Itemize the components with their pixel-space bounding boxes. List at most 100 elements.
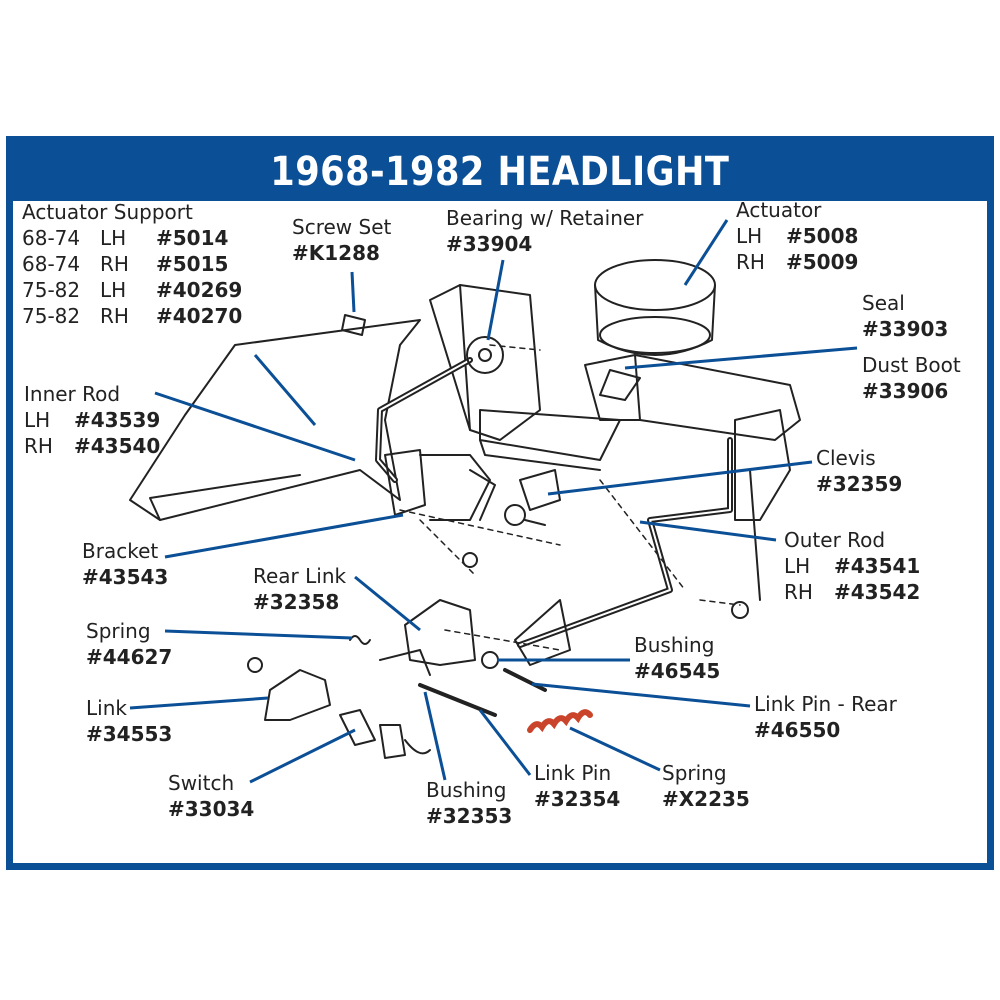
outer-rod-label: Outer Rod LH #43541 RH #43542 <box>784 527 920 605</box>
link-pin-rear-part <box>503 668 547 692</box>
part-name: Clevis <box>816 446 876 470</box>
side-label: RH <box>736 250 765 274</box>
leader-link-pin <box>478 709 532 776</box>
link-pin-label: Link Pin #32354 <box>534 760 620 812</box>
row-side: LH <box>100 226 127 250</box>
part-name: Bushing <box>426 778 507 802</box>
part-name: Spring <box>662 761 727 785</box>
part-number: #33034 <box>168 797 255 821</box>
leader-bearing <box>486 259 505 341</box>
part-name: Bushing <box>634 633 715 657</box>
bushing-small-part <box>481 651 499 669</box>
link-part <box>264 669 331 721</box>
rear-link-label: Rear Link #32358 <box>253 563 346 615</box>
inner-rod-part <box>375 357 473 483</box>
row-part-number: #5015 <box>156 252 229 276</box>
part-number: #32358 <box>253 590 340 614</box>
part-number: #33904 <box>446 232 533 256</box>
leader-inner-rod <box>154 391 356 462</box>
side-label: LH <box>784 554 811 578</box>
part-number: #5008 <box>786 224 859 248</box>
row-side: RH <box>100 252 129 276</box>
inner-rod-label: Inner Rod LH#43539 RH#43540 <box>24 381 160 459</box>
side-label: RH <box>784 580 813 604</box>
spring-2-label: Spring #X2235 <box>662 760 750 812</box>
part-name: Dust Boot <box>862 353 961 377</box>
part-number: #32359 <box>816 472 903 496</box>
actuator-support-row: 68-74 RH #5015 <box>22 251 242 277</box>
part-name: Actuator <box>736 198 822 222</box>
part-name: Outer Rod <box>784 528 886 552</box>
leader-lines <box>129 219 858 784</box>
actuator-support-row: 68-74 LH #5014 <box>22 225 242 251</box>
part-name: Inner Rod <box>24 382 121 406</box>
title-bar: 1968-1982 HEADLIGHT <box>13 143 987 201</box>
row-part-number: #40269 <box>156 278 243 302</box>
leader-clevis <box>547 460 813 496</box>
leader-bushing-2 <box>423 691 447 781</box>
side-label: RH <box>24 434 53 458</box>
leader-bracket <box>164 513 404 559</box>
part-name: Bearing w/ Retainer <box>446 206 644 230</box>
bearing-part <box>466 336 504 374</box>
leader-screw-set <box>350 271 356 313</box>
leader-spring-small <box>164 629 353 640</box>
side-label: LH <box>24 408 51 432</box>
actuator-support-label: Actuator Support 68-74 LH #5014 68-74 RH… <box>22 199 242 329</box>
leader-switch <box>249 728 356 784</box>
leader-spring-2 <box>569 726 661 772</box>
part-number: #5009 <box>786 250 859 274</box>
spring-highlight-part <box>527 709 593 733</box>
part-name: Screw Set <box>292 215 392 239</box>
part-number: #46550 <box>754 718 841 742</box>
clevis-label: Clevis #32359 <box>816 445 902 497</box>
rear-link-part <box>404 599 476 666</box>
diagram-frame: 1968-1982 HEADLIGHT <box>6 136 994 870</box>
screw-set-part <box>341 314 366 336</box>
actuator-support-row: 75-82 RH #40270 <box>22 303 242 329</box>
clevis-part <box>519 469 561 511</box>
link-pin-part <box>418 683 497 717</box>
leader-actuator-support <box>253 354 317 426</box>
bushing-2-label: Bushing #32353 <box>426 777 512 829</box>
dust-boot-label: Dust Boot #33906 <box>862 352 961 404</box>
bracket-label: Bracket #43543 <box>82 538 168 590</box>
leader-actuator <box>683 219 729 286</box>
part-name: Rear Link <box>253 564 347 588</box>
part-number: #34553 <box>86 722 173 746</box>
row-side: LH <box>100 278 127 302</box>
row-part-number: #40270 <box>156 304 243 328</box>
bushing-label: Bushing #46545 <box>634 632 720 684</box>
spring-small-part <box>349 635 371 645</box>
actuator-support-row: 75-82 LH #40269 <box>22 277 242 303</box>
part-name: Seal <box>862 291 905 315</box>
part-number: #43541 <box>834 554 921 578</box>
leader-link <box>129 696 269 710</box>
part-number: #K1288 <box>292 241 380 265</box>
spring-label: Spring #44627 <box>86 618 172 670</box>
seal-label: Seal #33903 <box>862 290 948 342</box>
part-number: #X2235 <box>662 787 750 811</box>
part-number: #33906 <box>862 379 949 403</box>
row-years: 75-82 <box>22 304 81 328</box>
screw-set-label: Screw Set #K1288 <box>292 214 391 266</box>
actuator-support-heading: Actuator Support <box>22 200 193 224</box>
bearing-label: Bearing w/ Retainer #33904 <box>446 205 643 257</box>
switch-part <box>339 709 376 746</box>
row-part-number: #5014 <box>156 226 229 250</box>
actuator-support-part <box>129 319 421 521</box>
part-number: #43542 <box>834 580 921 604</box>
part-name: Switch <box>168 771 235 795</box>
part-name: Bracket <box>82 539 159 563</box>
page-title: 1968-1982 HEADLIGHT <box>270 149 730 195</box>
part-name: Link Pin <box>534 761 612 785</box>
center-housing-part <box>429 284 541 441</box>
part-name: Link Pin - Rear <box>754 692 897 716</box>
part-number: #33903 <box>862 317 949 341</box>
leader-outer-rod <box>639 520 777 542</box>
row-years: 75-82 <box>22 278 81 302</box>
leader-rear-link <box>354 575 421 632</box>
switch-label: Switch #33034 <box>168 770 254 822</box>
part-number: #32354 <box>534 787 621 811</box>
